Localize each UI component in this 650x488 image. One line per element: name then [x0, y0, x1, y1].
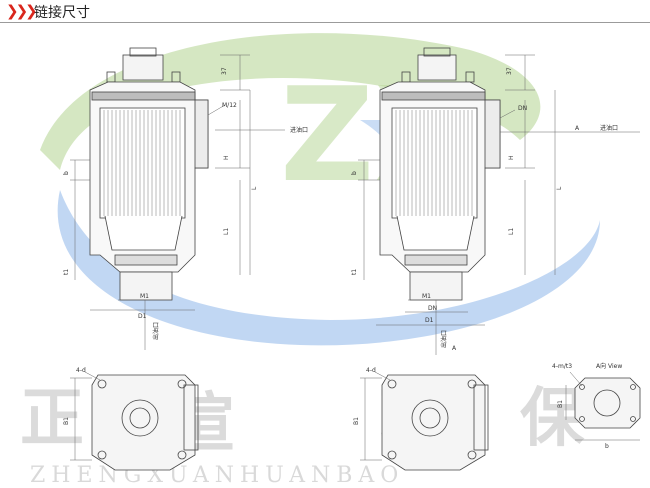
left-dim-t1: t1 [63, 269, 70, 275]
right-plan-outline [381, 374, 486, 471]
left-plan-outline [91, 374, 196, 471]
left-dim-b: b [63, 171, 70, 175]
right-inlet-label: 进油口 [600, 124, 618, 132]
right-dim-dn: DN [428, 305, 437, 312]
section-title: 链接尺寸 [34, 5, 90, 21]
header-divider [0, 22, 650, 23]
right-pleats [395, 110, 473, 216]
a-view-hole-bl [579, 416, 585, 422]
right-a-top-label: A [575, 125, 580, 132]
right-flange [381, 91, 486, 101]
header-bar: ❯❯❯ 链接尺寸 [0, 0, 650, 22]
left-dim-m1: M1 [140, 293, 149, 300]
left-plan-view [91, 374, 199, 471]
right-cap [417, 54, 457, 81]
watermark-char-4: 保 [520, 381, 585, 456]
right-dim-d1: D1 [425, 317, 434, 324]
a-view-dims [565, 371, 640, 441]
a-view-b-label: b [605, 443, 609, 450]
left-plan-port [183, 384, 199, 451]
right-outlet-label: 出油口 [440, 330, 448, 348]
a-view-holes-label: 4-m/t3 [552, 363, 572, 370]
right-cone [396, 215, 475, 251]
a-view-hole-tl [579, 384, 585, 390]
right-plan-hole-tr [467, 379, 477, 389]
left-cap [122, 54, 164, 81]
right-dim-h: H [508, 155, 515, 160]
left-dim-l1: L1 [223, 228, 230, 235]
right-plan-holes-label: 4-d [366, 367, 376, 374]
right-plan-bore-outer [411, 399, 449, 437]
left-dimensions [70, 54, 285, 350]
a-view-hole-br [630, 416, 636, 422]
right-plan-dims [360, 371, 391, 461]
left-plan-bore-outer [121, 399, 159, 437]
watermark-blue-swoosh [57, 190, 601, 346]
right-dn-top-label: DN [518, 105, 527, 112]
watermark-subtitle: ZHENGXUANHUANBAO [30, 463, 404, 488]
left-cap-top [129, 47, 157, 57]
right-filter-elevation [379, 47, 501, 301]
right-dim-b: b [351, 171, 358, 175]
left-plan-holes-label: 4-d [76, 367, 86, 374]
left-base [114, 254, 178, 266]
left-dim-d1: D1 [138, 313, 147, 320]
right-side-port [484, 99, 501, 169]
a-view-hole-tr [630, 384, 636, 390]
right-plan-port [473, 384, 489, 451]
left-filter-elevation [89, 47, 209, 301]
left-port-label: M/12 [222, 102, 237, 109]
a-direction-view [574, 377, 641, 429]
left-plan-bore-inner [129, 407, 151, 429]
left-cone [104, 215, 183, 251]
a-view-bore [593, 389, 621, 417]
left-inlet-label: 进油口 [290, 126, 308, 134]
chevrons-icon: ❯❯❯ [6, 2, 38, 20]
left-dim-h: H [223, 155, 230, 160]
right-plan-hole-tl [387, 379, 397, 389]
left-dim-37: 37 [221, 67, 228, 75]
a-view-b1-label: B1 [557, 400, 564, 408]
right-plan-b1-label: B1 [353, 417, 360, 425]
left-filter-element [99, 107, 186, 219]
left-pleats [103, 110, 181, 216]
left-plan-hole-tr [177, 379, 187, 389]
a-view-flange [574, 377, 641, 429]
left-plan-hole-br [177, 450, 187, 460]
right-dimensions [358, 54, 640, 355]
right-dim-37: 37 [506, 67, 513, 75]
right-dim-l: L [556, 186, 563, 190]
watermark-char-1: 正 [20, 381, 84, 456]
right-filter-element [391, 107, 478, 219]
left-plan-hole-tl [97, 379, 107, 389]
watermark-green-swoosh [40, 33, 541, 170]
right-dim-t1: t1 [351, 269, 358, 275]
right-plan-hole-br [467, 450, 477, 460]
right-plan-hole-bl [387, 450, 397, 460]
left-side-port [194, 99, 209, 169]
left-plan-hole-bl [97, 450, 107, 460]
left-plan-b1-label: B1 [63, 417, 70, 425]
right-dim-l1: L1 [508, 228, 515, 235]
right-a-bottom-label: A [452, 345, 457, 352]
right-base [404, 254, 468, 266]
right-outlet-neck [409, 271, 463, 301]
right-plan-view [381, 374, 489, 471]
left-flange [91, 91, 196, 101]
left-outlet-neck [119, 271, 173, 301]
right-dim-m1: M1 [422, 293, 431, 300]
a-view-title: A向 View [596, 362, 622, 370]
left-dim-l: L [251, 186, 258, 190]
right-plan-bore-inner [419, 407, 441, 429]
right-cap-top [423, 47, 451, 57]
left-outlet-label: 出油口 [152, 322, 160, 340]
left-plan-dims [70, 371, 101, 461]
